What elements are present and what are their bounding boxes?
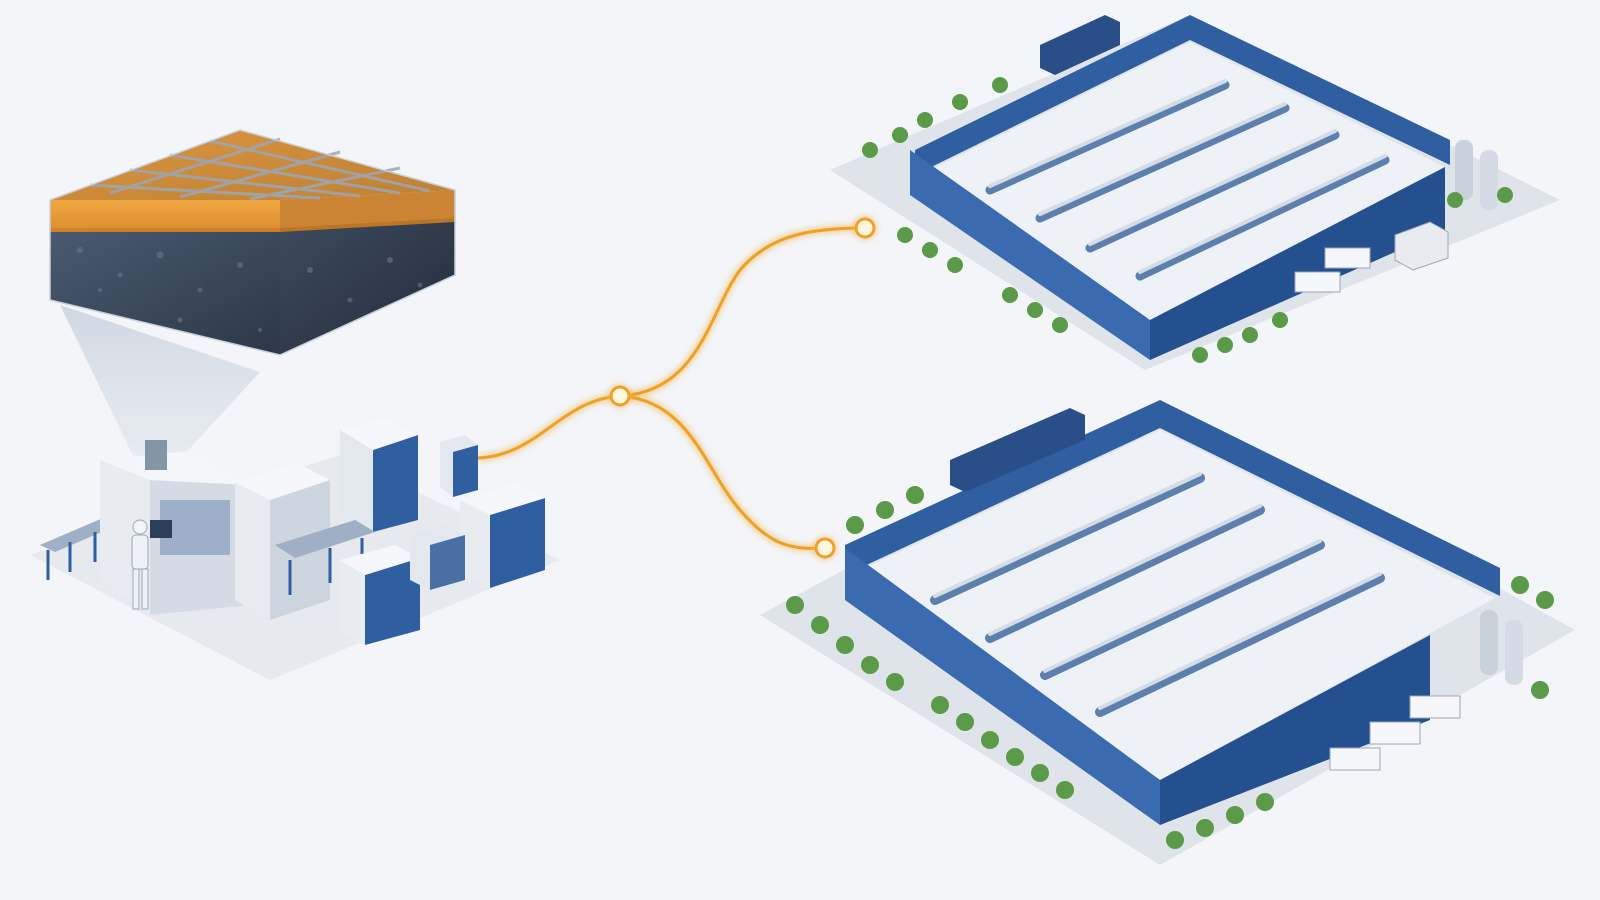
factory-top-wall-right xyxy=(1190,15,1450,165)
factory-bottom-trees xyxy=(786,486,1554,849)
factory-top-trees xyxy=(862,77,1513,363)
magnification-beam xyxy=(60,305,260,470)
connector-to-top-factory xyxy=(619,226,866,398)
factory-top-wall-front xyxy=(1150,167,1445,360)
sample-right-face xyxy=(280,218,455,355)
material-sample xyxy=(49,129,456,470)
coating-machine xyxy=(100,440,250,615)
factory-bottom-wall-left xyxy=(845,400,1160,575)
tall-machine xyxy=(340,418,418,532)
hub-node xyxy=(609,385,631,407)
bottom-factory-node xyxy=(814,537,836,559)
factory-bottom-wall-frontleft xyxy=(845,548,1160,825)
small-machine xyxy=(440,435,478,497)
right-cabinet xyxy=(460,482,545,588)
factory-bottom-lines xyxy=(930,473,1385,717)
factory-top-trucks xyxy=(1294,247,1371,293)
factory-top-wall-frontleft xyxy=(910,150,1150,360)
factory-top-line-tops xyxy=(988,79,1387,274)
top-grid-lines xyxy=(89,137,431,201)
connection-lines xyxy=(477,217,876,559)
sample-front-face xyxy=(50,228,280,355)
amber-layer-front xyxy=(50,200,280,232)
factory-top-lines xyxy=(985,80,1390,281)
factory-top-silos xyxy=(1455,140,1498,210)
factory-bottom-wall-front xyxy=(1160,635,1430,825)
amber-layer-right xyxy=(280,190,455,232)
operator-figure xyxy=(131,519,172,610)
stone-texture xyxy=(77,247,423,332)
front-cabinet xyxy=(340,545,420,645)
factory-bottom xyxy=(760,400,1575,865)
factory-top xyxy=(830,15,1560,370)
connector-to-hub xyxy=(477,394,621,460)
sample-top-face xyxy=(50,130,455,200)
factory-bottom-floor xyxy=(850,430,1495,780)
connector-to-bottom-factory xyxy=(619,394,826,550)
top-factory-node xyxy=(854,217,876,239)
factory-bottom-silos xyxy=(1480,610,1523,685)
sample-edge xyxy=(49,129,456,356)
factory-top-side-unit xyxy=(1394,221,1449,271)
mid-unit xyxy=(410,525,465,590)
factory-bottom-wall-right xyxy=(1160,400,1500,596)
pilot-line xyxy=(30,418,560,680)
factory-bottom-roof-unit xyxy=(950,408,1085,492)
factory-bottom-trucks xyxy=(1329,695,1461,771)
factory-top-wall-left xyxy=(915,15,1190,175)
factory-top-roof-unit xyxy=(1040,15,1120,75)
factory-bottom-line-tops xyxy=(933,472,1382,710)
